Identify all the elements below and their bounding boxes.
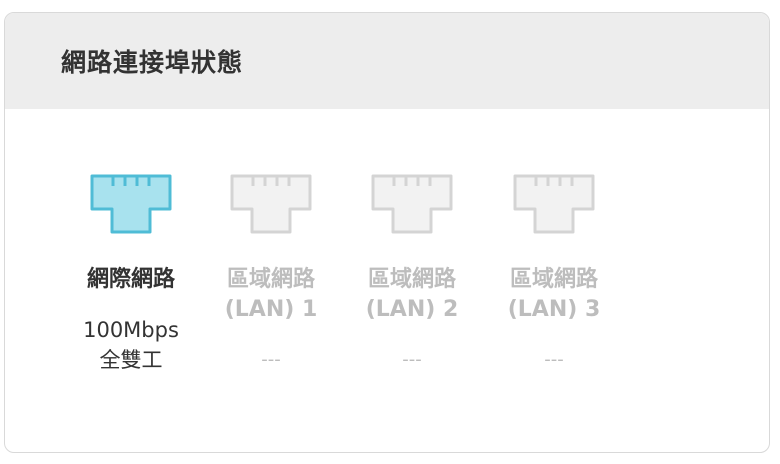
port-lan-1: 區域網路 (LAN) 1 --- xyxy=(196,173,346,375)
port-status: --- xyxy=(544,349,564,370)
ethernet-port-icon xyxy=(371,174,453,234)
port-status: --- xyxy=(402,349,422,370)
port-lan-2: 區域網路 (LAN) 2 --- xyxy=(337,173,487,375)
port-list: 網際網路 100Mbps 全雙工 區域網路 (LAN) 1 --- xyxy=(5,173,769,433)
ethernet-port-icon xyxy=(513,174,595,234)
port-label: 網際網路 xyxy=(86,267,175,292)
ethernet-port-icon xyxy=(90,174,172,234)
port-status: 100Mbps 全雙工 xyxy=(83,318,179,372)
ethernet-port-icon xyxy=(230,174,312,234)
port-status: --- xyxy=(261,349,281,370)
port-lan-3: 區域網路 (LAN) 3 --- xyxy=(479,173,629,375)
port-status-panel: 網路連接埠狀態 網際網路 100Mbps 全雙工 xyxy=(4,12,770,453)
panel-title: 網路連接埠狀態 xyxy=(61,48,244,77)
port-wan: 網際網路 100Mbps 全雙工 xyxy=(56,173,206,375)
port-label: 區域網路 (LAN) 1 xyxy=(224,267,318,322)
port-label: 區域網路 (LAN) 2 xyxy=(365,267,459,322)
port-label: 區域網路 (LAN) 3 xyxy=(507,267,601,322)
panel-header: 網路連接埠狀態 xyxy=(5,13,769,109)
